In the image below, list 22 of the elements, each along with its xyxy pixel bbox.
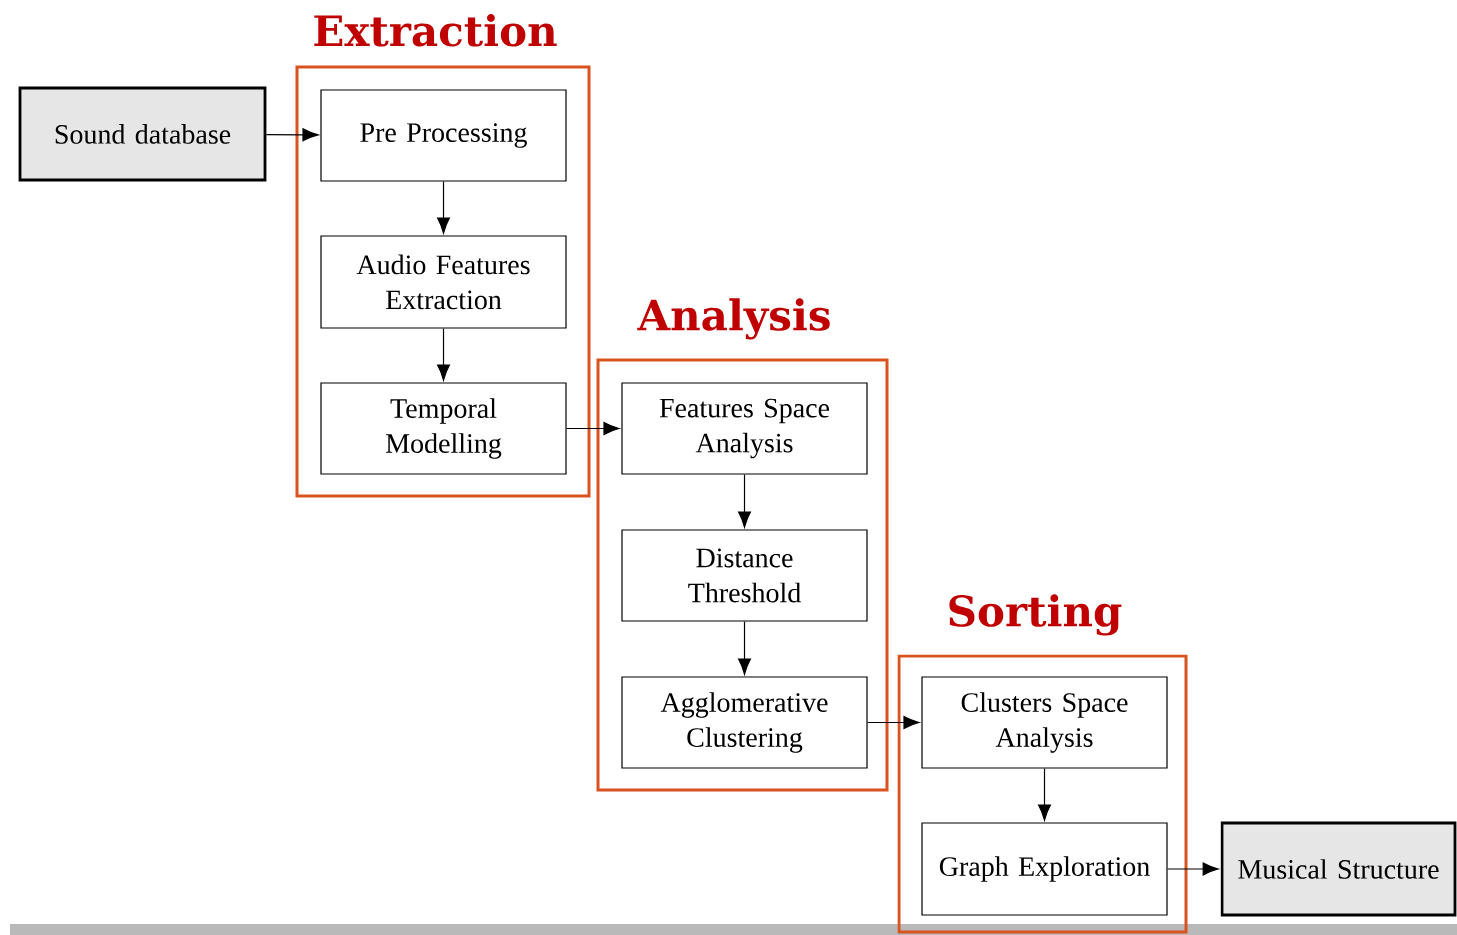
arrow (737, 621, 752, 675)
arrow (436, 328, 451, 381)
arrow (1037, 768, 1052, 821)
terminal-box: Musical Structure (1220, 821, 1457, 917)
stage-heading: Extraction (314, 14, 557, 47)
stage-heading: Sorting (949, 594, 1122, 636)
arrow (1167, 862, 1219, 876)
process-box: Agglomerative Clustering (621, 676, 868, 769)
arrow (265, 128, 319, 142)
arrow (737, 474, 752, 528)
arrow (867, 715, 920, 730)
process-box: Audio Features Extraction (320, 235, 567, 329)
terminal-box: Sound database (18, 86, 267, 182)
process-box: Clusters Space Analysis (921, 676, 1168, 769)
stage-heading: Analysis (637, 298, 830, 340)
process-box: Pre Processing (320, 89, 567, 182)
process-box: Temporal Modelling (320, 382, 567, 475)
arrow (566, 421, 620, 436)
arrow (436, 181, 451, 234)
process-box: Features Space Analysis (621, 382, 868, 475)
process-box: Distance Threshold (621, 529, 868, 622)
process-box: Graph Exploration (921, 822, 1168, 916)
